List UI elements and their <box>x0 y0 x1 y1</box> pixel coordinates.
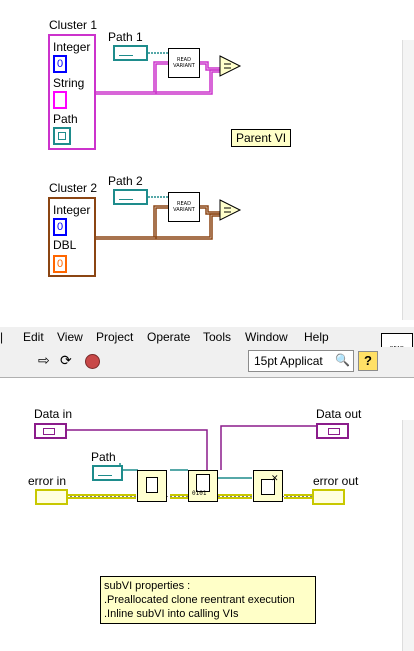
vertical-scrollbar[interactable] <box>402 420 414 651</box>
cluster1-title: Cluster 1 <box>49 18 98 32</box>
help-icon[interactable]: ? <box>358 351 378 371</box>
error-in-terminal[interactable] <box>35 489 68 505</box>
cluster2-wire <box>94 205 220 240</box>
props-line-2: .Preallocated clone reentrant execution <box>104 594 295 606</box>
read-binary-node[interactable]: 0101 <box>188 470 218 502</box>
menu-left-edge: | <box>0 330 4 344</box>
menu-item-view[interactable]: View <box>57 330 83 344</box>
cluster2-title: Cluster 2 <box>49 181 98 195</box>
close-file-node[interactable]: ✕ <box>253 470 283 502</box>
cluster2-integer-control[interactable]: 0 <box>53 218 67 236</box>
cluster1-wire <box>94 61 220 95</box>
cluster2-control[interactable]: Integer 0 DBL 0 <box>48 197 96 277</box>
path-control[interactable] <box>92 465 123 481</box>
cluster1-integer-value: 0 <box>57 58 64 70</box>
cluster1-integer-control[interactable]: 0 <box>53 55 67 73</box>
read-variant-node-2[interactable]: READ VARIANT <box>168 192 200 222</box>
error-wire <box>66 494 312 499</box>
path1-label: Path 1 <box>108 30 143 44</box>
read-file-icon <box>196 474 210 492</box>
error-in-label: error in <box>28 474 67 488</box>
menu-item-tools[interactable]: Tools <box>203 330 232 344</box>
close-file-icon <box>261 479 275 495</box>
cluster1-path-control[interactable] <box>53 127 71 145</box>
data-in-terminal[interactable] <box>34 423 67 439</box>
menu-bar: | Edit View Project Operate Tools Window… <box>0 327 414 348</box>
binary-glyph-icon: 0101 <box>192 490 207 497</box>
menu-item-window[interactable]: Window <box>245 330 288 344</box>
cluster1-control[interactable]: Integer 0 String Path <box>48 34 96 150</box>
font-selector-value: 15pt Applicat <box>254 354 323 368</box>
font-selector[interactable]: 15pt Applicat 🔍 <box>248 350 354 372</box>
path-icon <box>119 193 133 200</box>
compare-equal-icon <box>219 199 242 221</box>
error-out-label: error out <box>313 474 359 488</box>
cluster2-integer-label: Integer <box>53 203 91 217</box>
parent-vi-label: Parent VI <box>231 129 292 147</box>
cluster1-string-label: String <box>53 76 85 90</box>
data-out-terminal[interactable] <box>316 423 349 439</box>
path-label: Path <box>91 450 116 464</box>
menu-item-edit[interactable]: Edit <box>23 330 44 344</box>
path2-label: Path 2 <box>108 174 143 188</box>
compare-equal-icon <box>219 55 242 77</box>
error-out-terminal[interactable] <box>312 489 345 505</box>
menu-item-help[interactable]: Help <box>304 330 329 344</box>
run-arrow-icon[interactable]: ⇨ <box>38 352 50 368</box>
new-file-icon <box>146 477 158 493</box>
data-out-label: Data out <box>316 407 362 421</box>
variant-wire <box>66 425 318 470</box>
path2-control[interactable] <box>113 189 148 205</box>
abort-icon[interactable] <box>85 354 100 369</box>
search-icon[interactable]: 🔍 <box>335 353 350 367</box>
cluster2-dbl-control[interactable]: 0 <box>53 255 67 273</box>
open-file-node[interactable] <box>137 470 167 502</box>
menu-item-operate[interactable]: Operate <box>147 330 191 344</box>
cluster2-dbl-value: 0 <box>57 258 64 270</box>
path-icon <box>98 469 112 476</box>
read-variant-text: READ VARIANT <box>173 201 195 213</box>
read-variant-text: READ VARIANT <box>173 57 195 69</box>
parent-wires <box>94 52 242 240</box>
cluster2-dbl-label: DBL <box>53 238 77 252</box>
run-continuous-icon[interactable]: ⟳ <box>60 352 72 368</box>
read-variant-node-1[interactable]: READ VARIANT <box>168 48 200 78</box>
cluster1-string-control[interactable] <box>53 91 67 109</box>
menu-item-project[interactable]: Project <box>96 330 134 344</box>
variant-glyph-icon <box>328 428 340 435</box>
vertical-scrollbar[interactable] <box>402 40 414 320</box>
path1-control[interactable] <box>113 45 148 61</box>
variant-glyph-icon <box>43 428 55 435</box>
close-x-icon: ✕ <box>271 473 279 483</box>
data-in-label: Data in <box>34 407 73 421</box>
cluster2-integer-value: 0 <box>57 221 64 233</box>
cluster1-integer-label: Integer <box>53 40 91 54</box>
path-glyph-icon <box>58 132 66 140</box>
props-line-1: subVI properties : <box>104 580 191 592</box>
props-line-3: .Inline subVI into calling VIs <box>104 608 239 620</box>
subvi-properties-label: subVI properties : .Preallocated clone r… <box>100 576 316 624</box>
cluster1-path-label: Path <box>53 112 78 126</box>
path-icon <box>119 49 133 56</box>
